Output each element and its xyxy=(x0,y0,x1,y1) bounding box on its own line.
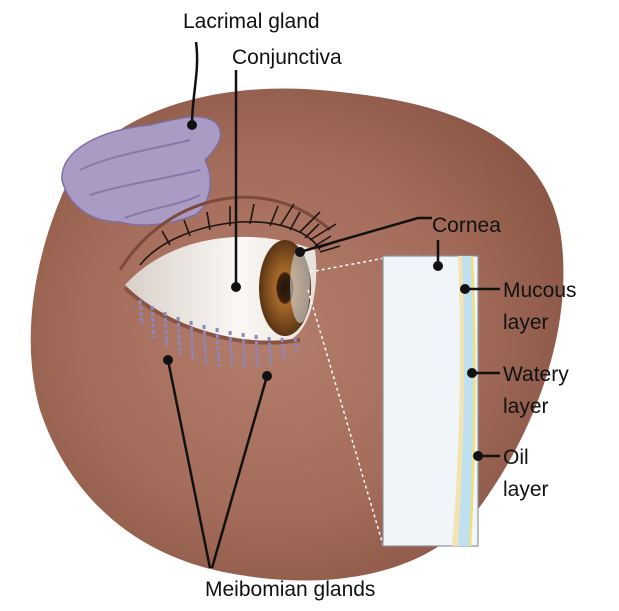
label-mucous: Mucous xyxy=(503,279,577,302)
tear-film-panel xyxy=(382,255,479,547)
oil-layer xyxy=(468,255,476,547)
label-meibomian-glands: Meibomian glands xyxy=(205,578,375,601)
meibomian-glands xyxy=(138,299,299,369)
label-watery: Watery xyxy=(503,363,569,386)
label-watery-layer: layer xyxy=(503,395,549,418)
eyelashes xyxy=(139,203,349,266)
label-mucous-layer: layer xyxy=(503,311,549,334)
label-lacrimal-gland: Lacrimal gland xyxy=(183,10,320,33)
label-conjunctiva: Conjunctiva xyxy=(232,46,342,69)
cornea xyxy=(290,247,310,323)
lacrimal-gland xyxy=(61,116,222,226)
label-oil: Oil xyxy=(503,446,529,469)
label-cornea: Cornea xyxy=(432,214,501,237)
watery-layer xyxy=(458,256,474,546)
leader-dots xyxy=(163,120,483,461)
leader-lines xyxy=(166,41,500,569)
label-oil-layer: layer xyxy=(503,478,549,501)
